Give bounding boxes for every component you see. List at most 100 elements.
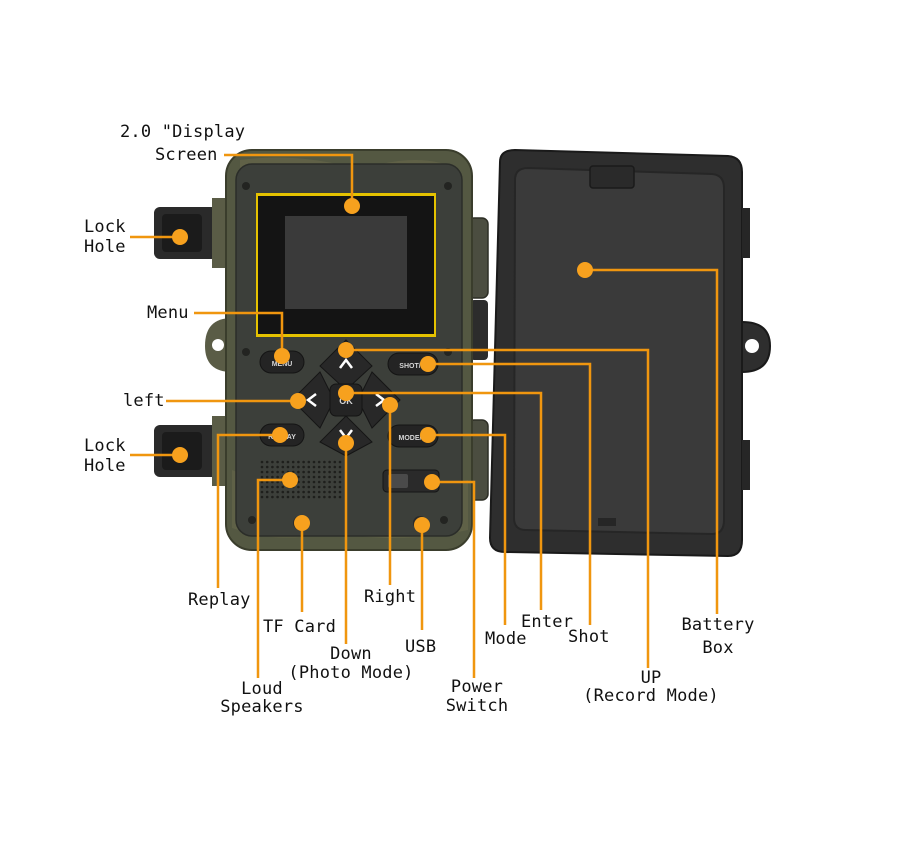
callout-dot: [274, 348, 290, 364]
callout-dots: [172, 198, 593, 533]
speaker-hole: [286, 490, 290, 494]
callout-dot: [338, 342, 354, 358]
speaker-hole: [260, 485, 264, 489]
speaker-hole: [317, 485, 321, 489]
speaker-hole: [276, 480, 279, 484]
speaker-hole: [307, 480, 311, 484]
speaker-grille-icon: [260, 460, 342, 499]
speaker-hole: [312, 465, 316, 469]
speaker-hole: [297, 460, 300, 464]
speaker-hole: [291, 490, 295, 494]
label-lock-bottom-2: Hole: [84, 456, 126, 476]
callout-lines: [130, 153, 719, 678]
label-power-1: Power: [450, 677, 504, 697]
speaker-hole: [260, 480, 264, 484]
label-usb: USB: [405, 637, 437, 657]
speaker-hole: [333, 480, 337, 484]
speaker-hole: [302, 495, 305, 499]
speaker-hole: [302, 465, 305, 469]
label-replay: Replay: [188, 590, 251, 610]
speaker-hole: [281, 465, 285, 469]
speaker-hole: [317, 460, 321, 464]
speaker-hole: [338, 485, 342, 489]
speaker-hole: [312, 475, 316, 479]
label-display-line1: 2.0 "Display: [120, 122, 246, 142]
speaker-hole: [260, 470, 264, 474]
mode-button-label: MODE/: [399, 435, 422, 442]
callout-dot: [172, 447, 188, 463]
label-up-1: UP: [640, 668, 662, 688]
label-mode: Mode: [485, 629, 527, 649]
label-loud-2: Speakers: [220, 697, 304, 717]
arrow-up-icon: [339, 357, 353, 369]
speaker-hole: [338, 465, 342, 469]
speaker-hole: [312, 460, 316, 464]
speaker-hole: [328, 465, 331, 469]
speaker-hole: [317, 465, 321, 469]
speaker-hole: [323, 460, 326, 464]
speaker-hole: [338, 460, 342, 464]
label-right: Right: [364, 587, 417, 607]
speaker-hole: [265, 465, 269, 469]
callout-dot: [172, 229, 188, 245]
speaker-hole: [276, 495, 279, 499]
speaker-hole: [323, 490, 326, 494]
speaker-hole: [265, 495, 269, 499]
label-tf-card: TF Card: [263, 617, 337, 637]
speaker-hole: [312, 495, 316, 499]
speaker-hole: [271, 460, 274, 464]
callout-dot: [424, 474, 440, 490]
arrow-left-icon: [305, 393, 317, 407]
speaker-hole: [276, 475, 279, 479]
speaker-hole: [297, 490, 300, 494]
label-power-2: Switch: [445, 696, 509, 716]
speaker-hole: [307, 485, 311, 489]
display-screen: [285, 216, 407, 309]
speaker-hole: [297, 475, 300, 479]
speaker-hole: [302, 475, 305, 479]
speaker-hole: [328, 495, 331, 499]
speaker-hole: [265, 470, 269, 474]
speaker-hole: [338, 495, 342, 499]
callout-dot: [282, 472, 298, 488]
callout-dot: [420, 356, 436, 372]
speaker-hole: [281, 490, 285, 494]
label-shot: Shot: [568, 627, 610, 647]
speaker-hole: [271, 490, 274, 494]
speaker-hole: [338, 490, 342, 494]
speaker-hole: [312, 470, 316, 474]
speaker-hole: [271, 480, 274, 484]
speaker-hole: [265, 485, 269, 489]
speaker-hole: [338, 475, 342, 479]
speaker-hole: [276, 460, 279, 464]
speaker-hole: [333, 470, 337, 474]
speaker-hole: [260, 495, 264, 499]
speaker-hole: [333, 485, 337, 489]
speaker-hole: [333, 495, 337, 499]
speaker-hole: [328, 480, 331, 484]
battery-cover: [488, 148, 772, 558]
speaker-hole: [328, 470, 331, 474]
speaker-hole: [260, 465, 264, 469]
speaker-hole: [302, 490, 305, 494]
speaker-hole: [307, 465, 311, 469]
speaker-hole: [260, 490, 264, 494]
speaker-hole: [317, 490, 321, 494]
speaker-hole: [312, 490, 316, 494]
speaker-hole: [276, 470, 279, 474]
callout-dot: [414, 517, 430, 533]
callout-dot: [382, 397, 398, 413]
speaker-hole: [317, 470, 321, 474]
speaker-hole: [302, 485, 305, 489]
callout-dot: [577, 262, 593, 278]
speaker-hole: [276, 485, 279, 489]
label-loud-1: Loud: [241, 679, 283, 699]
speaker-hole: [271, 470, 274, 474]
speaker-hole: [265, 475, 269, 479]
speaker-hole: [317, 475, 321, 479]
speaker-hole: [323, 485, 326, 489]
speaker-hole: [297, 485, 300, 489]
shot-button-label: SHOT/: [399, 363, 420, 370]
label-lock-top-2: Hole: [84, 237, 126, 257]
speaker-hole: [286, 460, 290, 464]
